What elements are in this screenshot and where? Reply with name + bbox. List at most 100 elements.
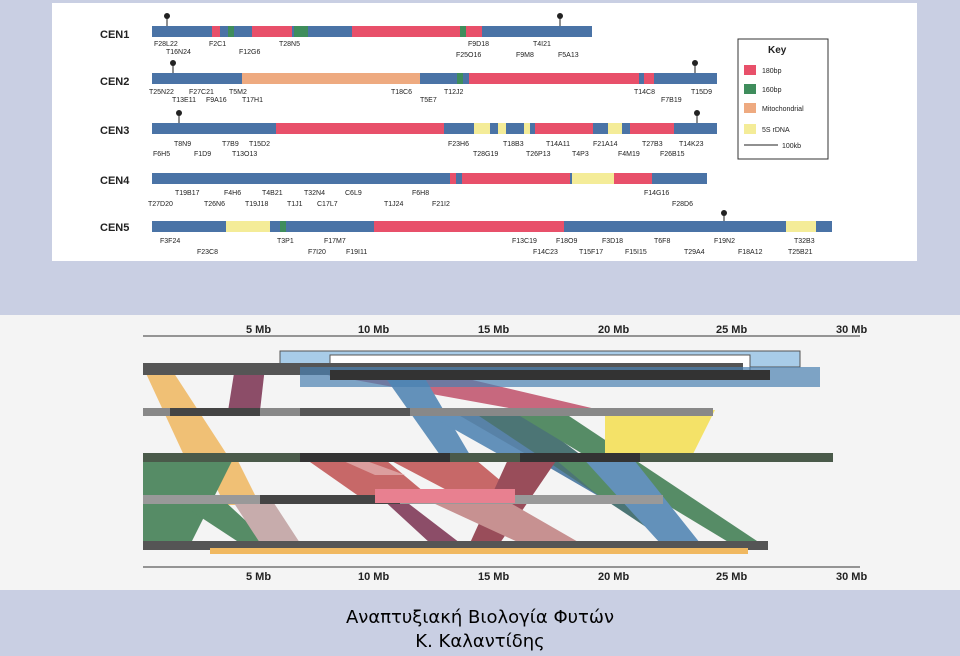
cen4-180bp-block (614, 173, 652, 184)
bac-label: F19N2 (714, 238, 735, 245)
top-axis-tick-label: 5 Mb (246, 324, 271, 336)
cen3-5s-rdna-block (498, 123, 506, 134)
cen5-label: CEN5 (100, 222, 129, 234)
legend-swatch-mitochondrial (744, 103, 756, 113)
bac-label: T8N9 (174, 141, 191, 148)
bac-label: F27C21 (189, 89, 214, 96)
bac-label: F14C23 (533, 249, 558, 256)
bac-label: T17H1 (242, 97, 263, 104)
course-title: Αναπτυξιακή Βιολογία Φυτών (345, 607, 615, 628)
legend-box (737, 38, 829, 160)
bac-label: C17L7 (317, 201, 338, 208)
cen3-marker-dot (176, 110, 182, 116)
bac-label: T28G19 (473, 151, 498, 158)
bac-label: F6H8 (412, 190, 429, 197)
bac-label: F28D6 (672, 201, 693, 208)
bac-label: T15F17 (579, 249, 603, 256)
top-axis-tick-label: 15 Mb (478, 324, 509, 336)
bac-label: F12G6 (239, 49, 261, 56)
bac-label: F19I11 (346, 249, 367, 256)
cen4-row: CEN4 T19B17 F4H6 T4B21 T32N4 C6L9 F6H8 T… (100, 173, 707, 208)
top-axis-tick-label: 30 Mb (836, 324, 867, 336)
bac-label: T26P13 (526, 151, 551, 158)
cen5-180bp-block (374, 221, 564, 232)
bac-label: T14K23 (679, 141, 704, 148)
bac-label: F21A14 (593, 141, 618, 148)
top-axis-tick-label: 10 Mb (358, 324, 389, 336)
chromosome-bar-segment (300, 408, 410, 416)
legend-swatch-160bp (744, 84, 756, 94)
bac-label: T12J2 (444, 89, 464, 96)
bac-label: T15D9 (691, 89, 712, 96)
cen3-marker-dot (694, 110, 700, 116)
cen1-180bp-block (352, 26, 482, 37)
bac-label: F1D9 (194, 151, 211, 158)
bac-label: F4H6 (224, 190, 241, 197)
bac-label: T4I21 (533, 41, 551, 48)
synteny-svg: 5 Mb 10 Mb 15 Mb 20 Mb 25 Mb 30 Mb (143, 324, 867, 583)
bac-label: T4B21 (262, 190, 283, 197)
bottom-axis-tick-label: 10 Mb (358, 571, 389, 583)
ribbon (230, 497, 300, 543)
legend-scale-label: 100kb (782, 143, 801, 150)
bac-label: F28L22 (154, 41, 178, 48)
bac-label: T5E7 (420, 97, 437, 104)
cen5-160bp-block (280, 221, 286, 232)
chromosome-bar (143, 453, 833, 462)
cen2-bar (152, 73, 717, 84)
cen2-label: CEN2 (100, 76, 129, 88)
bac-label: F7B19 (661, 97, 682, 104)
bac-label: F5A13 (558, 52, 579, 59)
chr-block (330, 370, 770, 380)
chromosome-bar (143, 541, 768, 550)
bac-label: F23H6 (448, 141, 469, 148)
bottom-axis-tick-label: 5 Mb (246, 571, 271, 583)
bac-label: T14C8 (634, 89, 655, 96)
cen1-160bp-block (294, 26, 308, 37)
slide-footer: Αναπτυξιακή Βιολογία Φυτών Κ. Καλαντίδης (0, 606, 960, 654)
cen4-bar (152, 173, 707, 184)
ribbon (380, 497, 460, 543)
bac-label: F18O9 (556, 238, 578, 245)
bac-label: F3F24 (160, 238, 180, 245)
cen3-row: CEN3 T8N9 T7B9 T15D2 F6H5 F1D9 T13O13 F2… (100, 110, 717, 158)
bac-label: T13E11 (172, 97, 196, 104)
author-name: Κ. Καλαντίδης (415, 631, 545, 652)
cen4-180bp-block (450, 173, 456, 184)
cen5-row: CEN5 F3F24 T3P1 F17M7 F13C19 F18O9 F3D18… (100, 210, 832, 256)
ribbon (170, 497, 270, 543)
chromosome-bar-segment (210, 548, 748, 554)
bac-label: T27D20 (148, 201, 173, 208)
cen3-5s-rdna-block (524, 123, 530, 134)
bac-label: F23C8 (197, 249, 218, 256)
bac-label: T25N22 (149, 89, 174, 96)
cen2-mitochondrial-block (242, 73, 420, 84)
bac-label: T5M2 (229, 89, 247, 96)
cen2-180bp-block (644, 73, 654, 84)
cen3-180bp-block (630, 123, 674, 134)
legend-label: 160bp (762, 87, 782, 94)
bac-label: T14A11 (546, 141, 570, 148)
cen1-160bp-block (460, 26, 466, 37)
bac-label: F9M8 (516, 52, 534, 59)
bac-label: F9A16 (206, 97, 227, 104)
chromosome-bar-segment (170, 408, 260, 416)
cen5-marker-dot (721, 210, 727, 216)
bac-label: T29A4 (684, 249, 705, 256)
ribbon (605, 410, 715, 460)
cen3-label: CEN3 (100, 125, 129, 137)
chromosome-bar-segment (260, 495, 400, 504)
cen5-5s-rdna-block (226, 221, 270, 232)
bac-label: T32N4 (304, 190, 325, 197)
chromosome-bar-segment (520, 453, 640, 462)
cen3-180bp-block (276, 123, 444, 134)
chromosome-bar-segment (375, 489, 515, 503)
bac-label: T16N24 (166, 49, 191, 56)
cen3-5s-rdna-block (608, 123, 622, 134)
bac-label: F2C1 (209, 41, 226, 48)
bac-label: F3D18 (602, 238, 623, 245)
bac-label: F4M19 (618, 151, 640, 158)
bac-label: T13O13 (232, 151, 257, 158)
bac-label: F21I2 (432, 201, 450, 208)
bac-label: T1J24 (384, 201, 404, 208)
